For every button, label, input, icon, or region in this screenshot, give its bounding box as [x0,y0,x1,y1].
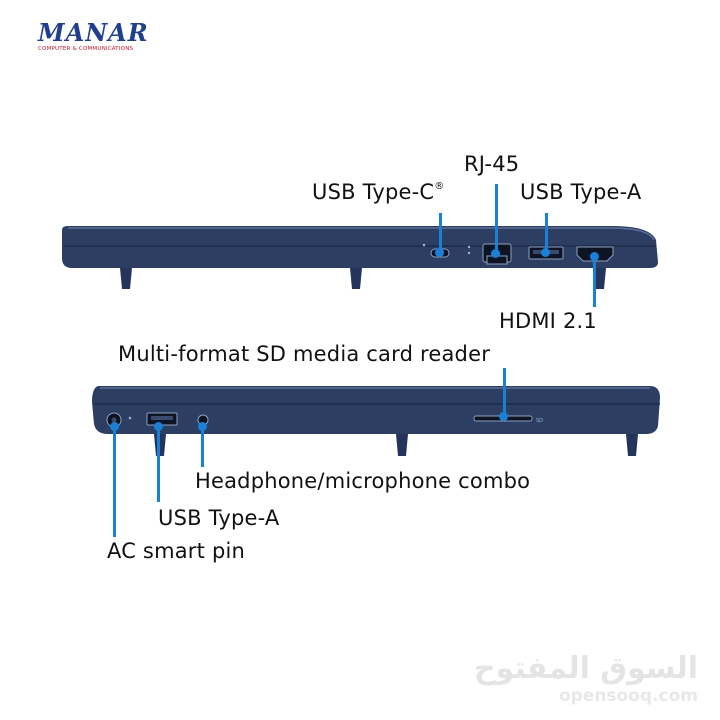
opensooq-watermark: السوق المفتوح opensooq.com [473,651,698,707]
callout-ac [113,427,116,537]
logo-wordmark: MANAR [38,18,149,47]
callout-dot-usb-c [435,248,444,257]
callout-dot-sd [499,412,508,421]
callout-dot-hdmi [590,252,599,261]
sd-slot-mark: SD [536,418,543,424]
watermark-arabic: السوق المفتوح [473,651,698,686]
logo-tagline: COMPUTER & COMMUNICATIONS [38,46,134,52]
watermark-latin: opensooq.com [558,686,698,706]
callout-dot-headphone [198,422,207,431]
label-ac-smart-pin: AC smart pin [107,539,246,563]
callout-dot-usb-a-top [541,248,550,257]
label-usb-type-a-bottom: USB Type-A [158,506,280,530]
label-usb-type-a-top: USB Type-A [520,180,642,204]
callout-sd [503,368,506,414]
label-sd-reader: Multi-format SD media card reader [118,342,491,366]
callout-usb-a-top [545,213,548,251]
callout-dot-usb-a-bottom [154,422,163,431]
callout-hdmi [593,257,596,307]
callout-headphone [201,427,204,467]
manar-logo: MANAR COMPUTER & COMMUNICATIONS [18,14,148,64]
callout-usb-c [439,213,442,251]
callout-rj45 [495,184,498,252]
laptop-right-side [62,226,658,289]
label-hdmi: HDMI 2.1 [499,309,597,333]
label-rj45: RJ-45 [464,152,520,176]
label-usb-type-c: USB Type-C® [312,180,445,204]
label-headphone-combo: Headphone/microphone combo [195,469,531,493]
laptop-left-side: SD [92,386,660,456]
callout-dot-ac [110,422,119,431]
callout-dot-rj45 [491,249,500,258]
callout-usb-a-bottom [157,427,160,502]
